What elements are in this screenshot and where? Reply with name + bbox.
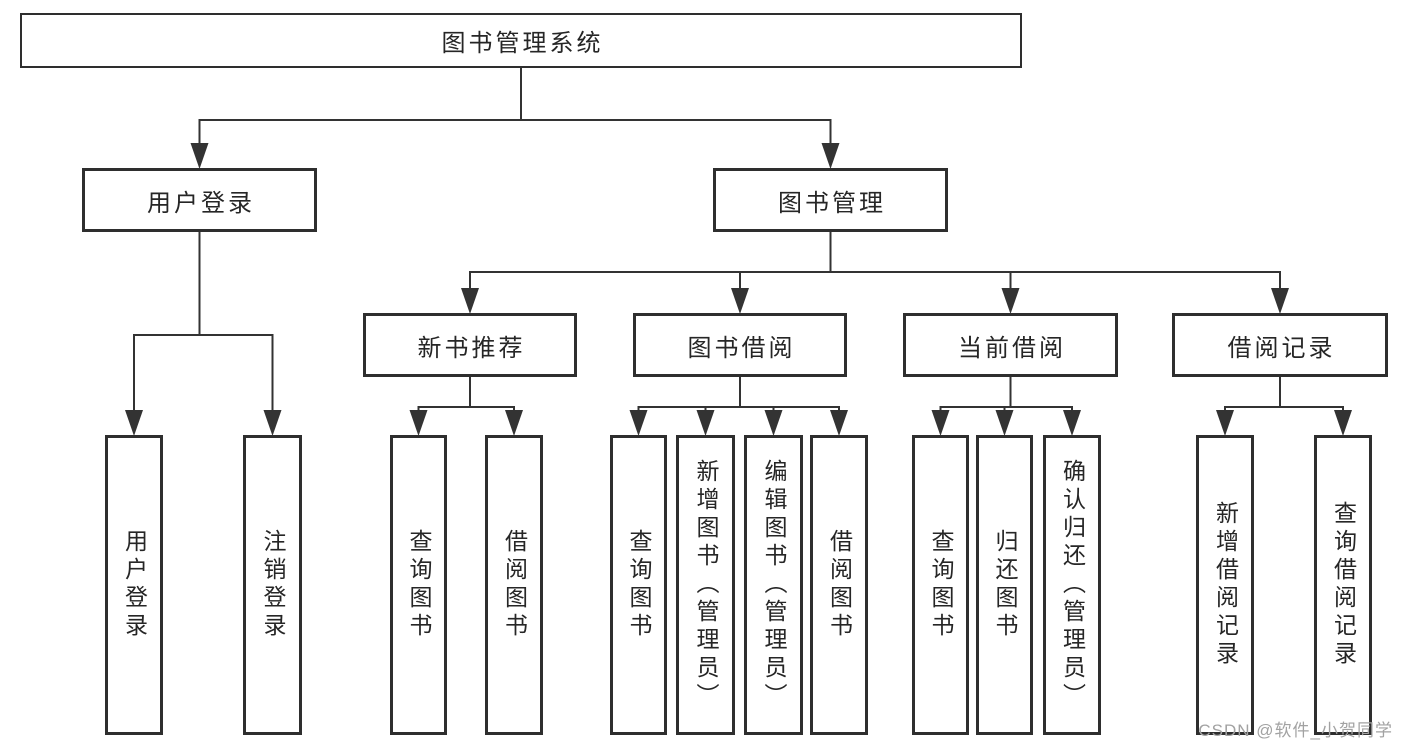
node-label-book-management: 图书管理 bbox=[778, 189, 886, 217]
node-query-borrow-record: 查询借阅记录 bbox=[1314, 435, 1372, 735]
arrowhead-borrow-records bbox=[1271, 288, 1289, 314]
node-label-new-book-recommend: 新书推荐 bbox=[417, 334, 526, 362]
arrowhead-book-borrow bbox=[731, 288, 749, 314]
arrowhead-current-borrow bbox=[1001, 288, 1020, 314]
node-borrow-books-recommend: 借阅图书 bbox=[485, 435, 543, 735]
arrowhead-logout-action bbox=[263, 410, 282, 436]
node-return-books: 归还图书 bbox=[976, 435, 1033, 735]
node-label-user-login-module: 用户登录 bbox=[147, 189, 255, 217]
node-label-book-borrow: 图书借阅 bbox=[687, 334, 796, 362]
arrowhead-query-borrow-record bbox=[1334, 410, 1352, 436]
node-label-add-borrow-record: 新增借阅记录 bbox=[1212, 501, 1239, 669]
arrowhead-new-book-recommend bbox=[461, 288, 479, 314]
arrowhead-edit-books-admin bbox=[764, 410, 783, 436]
arrowhead-add-borrow-record bbox=[1216, 410, 1234, 436]
arrowhead-user-login-module bbox=[190, 143, 209, 169]
node-label-user-login-action: 用户登录 bbox=[121, 529, 148, 641]
node-edit-books-admin: 编辑图书（管理员） bbox=[744, 435, 803, 735]
node-label-query-books-recommend: 查询图书 bbox=[406, 529, 432, 641]
arrowhead-return-books bbox=[995, 410, 1014, 436]
arrowhead-add-books-admin bbox=[696, 410, 715, 436]
node-label-add-books-admin: 新增图书（管理员） bbox=[693, 459, 719, 711]
node-label-current-borrow: 当前借阅 bbox=[958, 334, 1066, 362]
node-book-borrow: 图书借阅 bbox=[633, 313, 847, 377]
node-label-query-borrow-record: 查询借阅记录 bbox=[1330, 501, 1357, 669]
arrowhead-borrow-books-recommend bbox=[505, 410, 523, 436]
arrowhead-query-books-borrow bbox=[629, 410, 648, 436]
node-logout-action: 注销登录 bbox=[243, 435, 302, 735]
node-add-borrow-record: 新增借阅记录 bbox=[1196, 435, 1254, 735]
node-label-edit-books-admin: 编辑图书（管理员） bbox=[761, 459, 787, 711]
node-query-books-recommend: 查询图书 bbox=[390, 435, 447, 735]
node-label-query-books-current: 查询图书 bbox=[928, 529, 954, 641]
node-label-confirm-return-admin: 确认归还（管理员） bbox=[1059, 459, 1086, 711]
node-book-management: 图书管理 bbox=[713, 168, 948, 232]
node-borrow-books-action: 借阅图书 bbox=[810, 435, 868, 735]
node-label-return-books: 归还图书 bbox=[992, 529, 1018, 641]
node-label-borrow-records: 借阅记录 bbox=[1227, 334, 1336, 362]
node-user-login-action: 用户登录 bbox=[105, 435, 163, 735]
node-label-root: 图书管理系统 bbox=[441, 30, 604, 57]
arrowhead-query-books-current bbox=[931, 410, 950, 436]
node-label-query-books-borrow: 查询图书 bbox=[626, 529, 652, 641]
arrowhead-user-login-action bbox=[125, 410, 143, 436]
arrowhead-query-books-recommend bbox=[409, 410, 428, 436]
arrowhead-confirm-return-admin bbox=[1063, 410, 1081, 436]
node-current-borrow: 当前借阅 bbox=[903, 313, 1118, 377]
watermark: CSDN @软件_小贺同学 bbox=[1198, 721, 1393, 740]
arrowhead-book-management bbox=[821, 143, 840, 169]
node-borrow-records: 借阅记录 bbox=[1172, 313, 1388, 377]
arrowhead-borrow-books-action bbox=[830, 410, 848, 436]
node-query-books-current: 查询图书 bbox=[912, 435, 969, 735]
node-user-login-module: 用户登录 bbox=[82, 168, 317, 232]
node-root: 图书管理系统 bbox=[20, 13, 1022, 68]
node-add-books-admin: 新增图书（管理员） bbox=[676, 435, 735, 735]
node-query-books-borrow: 查询图书 bbox=[610, 435, 667, 735]
node-label-logout-action: 注销登录 bbox=[260, 529, 286, 641]
node-label-borrow-books-recommend: 借阅图书 bbox=[501, 529, 528, 641]
node-label-borrow-books-action: 借阅图书 bbox=[826, 529, 853, 641]
node-new-book-recommend: 新书推荐 bbox=[363, 313, 577, 377]
node-confirm-return-admin: 确认归还（管理员） bbox=[1043, 435, 1101, 735]
